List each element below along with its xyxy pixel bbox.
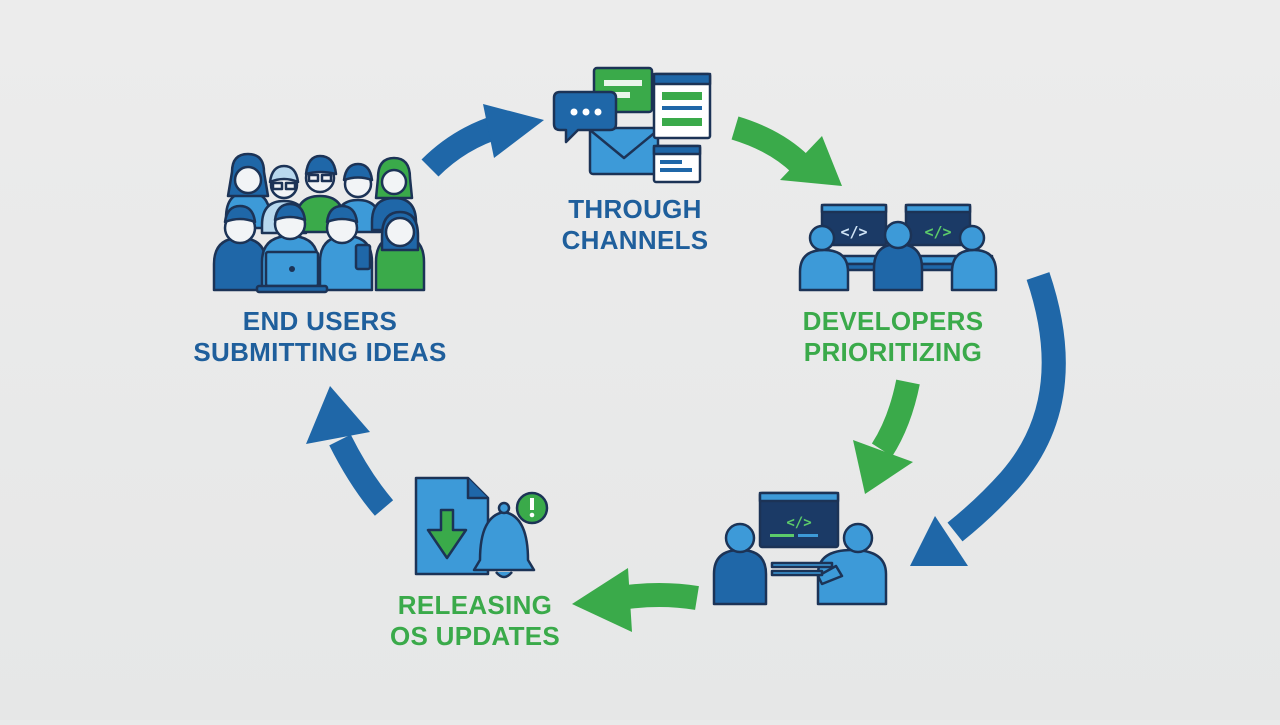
monitor-center: </>: [758, 491, 840, 549]
arrow-channels-to-developers: [731, 116, 842, 186]
label-end-users: END USERS SUBMITTING IDEAS: [170, 306, 470, 368]
pair-desk: [770, 561, 834, 577]
label-end-users-line1: END USERS: [242, 306, 398, 336]
label-releasing-line2: OS UPDATES: [389, 621, 561, 651]
monitor-right: </>: [904, 203, 972, 247]
arrow-review-to-releasing: [572, 568, 699, 632]
label-releasing: RELEASING OS UPDATES: [360, 590, 590, 652]
label-channels: THROUGH CHANNELS: [520, 194, 750, 256]
pair-person-right: [816, 522, 888, 606]
envelope-icon: [588, 126, 660, 176]
svg-text:</>: </>: [786, 515, 811, 531]
arrow-outer-to-review: [910, 272, 1066, 566]
person-front-4: [374, 210, 426, 292]
laptop: [255, 250, 329, 294]
update-download-icon: [414, 476, 549, 579]
alert-badge-icon: [515, 491, 549, 525]
arrow-developers-to-review: [853, 379, 920, 494]
window-large: [652, 72, 712, 140]
window-small: [652, 144, 702, 184]
label-end-users-line2: SUBMITTING IDEAS: [193, 337, 447, 367]
pair-person-left: [712, 522, 768, 606]
label-developers: DEVELOPERS PRIORITIZING: [770, 306, 1016, 368]
label-releasing-line1: RELEASING: [397, 590, 553, 620]
developers-team-icon: </> </>: [798, 203, 998, 292]
label-developers-line2: PRIORITIZING: [803, 337, 983, 367]
document-icon: [414, 476, 490, 576]
user-group-icon: [212, 152, 426, 294]
bell-icon: [472, 501, 536, 579]
svg-text:</>: </>: [924, 223, 951, 241]
dev-person-right: [950, 224, 998, 292]
label-channels-line1: THROUGH: [568, 194, 702, 224]
svg-text:</>: </>: [840, 223, 867, 241]
label-developers-line1: DEVELOPERS: [802, 306, 984, 336]
person-front-3: [318, 204, 374, 292]
dev-person-left: [798, 224, 850, 292]
communication-channels-icon: [552, 66, 712, 184]
person-front-1: [212, 204, 268, 292]
developer-pair-icon: </>: [712, 491, 888, 606]
arrow-releasing-to-users: [306, 386, 394, 516]
label-channels-line2: CHANNELS: [561, 225, 709, 255]
chat-bubble-blue: [552, 90, 618, 144]
monitor-left: </>: [820, 203, 888, 247]
arrow-users-to-channels: [421, 104, 544, 177]
dev-person-middle: [872, 220, 924, 292]
